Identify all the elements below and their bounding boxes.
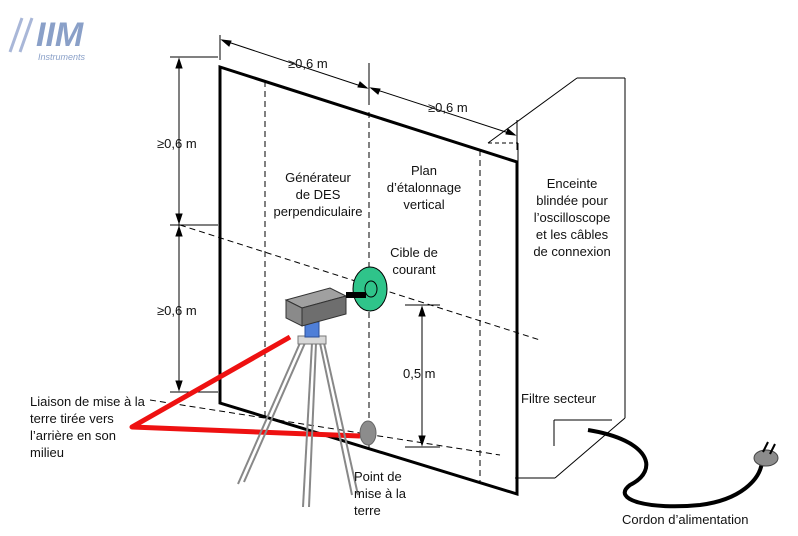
- esd-generator: [284, 287, 366, 338]
- svg-text:terre: terre: [354, 503, 381, 518]
- svg-text:l’arrière en son: l’arrière en son: [30, 428, 116, 443]
- dim-left-upper-label: ≥0,6 m: [157, 136, 197, 151]
- company-logo: IIM Instruments: [8, 16, 86, 62]
- dim-target-height-label: 0,5 m: [403, 366, 436, 381]
- svg-text:Générateur: Générateur: [285, 170, 351, 185]
- vertical-calibration-plane: [218, 64, 519, 497]
- logo-mark: IIM: [36, 16, 84, 54]
- tripod: [237, 335, 359, 508]
- svg-text:Cible de: Cible de: [390, 245, 438, 260]
- ground-strap: [129, 334, 361, 439]
- ground-point: [359, 420, 377, 446]
- svg-text:Enceinte: Enceinte: [547, 176, 598, 191]
- svg-text:Plan: Plan: [411, 163, 437, 178]
- svg-text:de DES: de DES: [296, 187, 341, 202]
- ground-strap-label: Liaison de mise à la terre tirée vers l’…: [30, 394, 146, 460]
- svg-text:Point de: Point de: [354, 469, 402, 484]
- svg-text:vertical: vertical: [403, 197, 444, 212]
- svg-text:mise à la: mise à la: [354, 486, 407, 501]
- dim-top-depth-label: ≥0,6 m: [428, 100, 468, 115]
- construction-lines: [149, 81, 541, 483]
- svg-text:blindée pour: blindée pour: [536, 193, 608, 208]
- target-label: Cible de courant: [390, 245, 438, 277]
- svg-text:perpendiculaire: perpendiculaire: [274, 204, 363, 219]
- dimension-top-depth: [369, 87, 518, 150]
- svg-text:et les câbles: et les câbles: [536, 227, 609, 242]
- svg-text:terre tirée vers: terre tirée vers: [30, 411, 114, 426]
- dimension-top-width: [219, 35, 370, 105]
- dim-left-lower-label: ≥0,6 m: [157, 303, 197, 318]
- svg-text:milieu: milieu: [30, 445, 64, 460]
- filter-label: Filtre secteur: [521, 391, 597, 406]
- svg-text:d’étalonnage: d’étalonnage: [387, 180, 461, 195]
- svg-text:l’oscilloscope: l’oscilloscope: [534, 210, 611, 225]
- logo-subtitle: Instruments: [38, 52, 86, 62]
- dim-top-width-label: ≥0,6 m: [288, 56, 328, 71]
- enclosure-label: Enceinte blindée pour l’oscilloscope et …: [533, 176, 610, 259]
- power-cord: [587, 428, 779, 509]
- svg-text:courant: courant: [392, 262, 436, 277]
- power-cord-label: Cordon d’alimentation: [622, 512, 748, 527]
- power-filter: [553, 419, 612, 446]
- dimension-left-vertical: [170, 56, 218, 393]
- generator-label: Générateur de DES perpendiculaire: [274, 170, 363, 219]
- plane-label: Plan d’étalonnage vertical: [387, 163, 461, 212]
- ground-point-label: Point de mise à la terre: [354, 469, 407, 518]
- svg-text:Liaison de mise à la: Liaison de mise à la: [30, 394, 146, 409]
- current-target: [352, 266, 388, 312]
- dimension-target-height: [405, 304, 440, 448]
- svg-text:de connexion: de connexion: [533, 244, 610, 259]
